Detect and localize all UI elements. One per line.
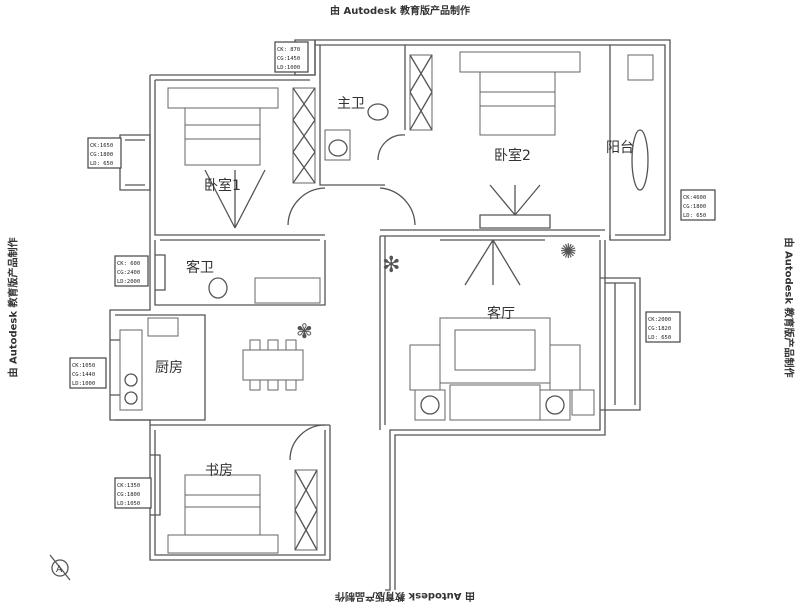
wardrobes (292, 54, 433, 551)
doors (287, 134, 416, 461)
plant-icon: ✻ (382, 253, 400, 278)
sofa-set (409, 317, 595, 421)
svg-text:LD: 650: LD: 650 (683, 213, 706, 219)
window-tag-living: CK:2000 CG:1820 LD: 650 (645, 311, 681, 343)
svg-text:CG:1800: CG:1800 (117, 492, 140, 498)
svg-text:CK: 600: CK: 600 (117, 261, 140, 267)
svg-text:CG:1450: CG:1450 (277, 56, 300, 62)
room-label-bedroom2: 卧室2 (494, 147, 531, 164)
svg-text:LD:1000: LD:1000 (72, 381, 95, 387)
svg-text:CK:1650: CK:1650 (90, 143, 113, 149)
window-tag-kitchen: CK:1050 CG:1440 LD:1000 (69, 357, 107, 389)
svg-text:CG:1800: CG:1800 (683, 204, 706, 210)
watermark-top: 由 Autodesk 教育版产品制作 (330, 6, 471, 17)
svg-text:LD: 650: LD: 650 (648, 335, 671, 341)
room-label-bedroom1: 卧室1 (204, 177, 241, 194)
plant-icon: ✾ (296, 319, 313, 343)
svg-text:CK:1050: CK:1050 (72, 363, 95, 369)
north-arrow-icon: A (49, 554, 71, 581)
svg-text:CK:2000: CK:2000 (648, 317, 671, 323)
room-label-guest-bath: 客卫 (186, 259, 214, 276)
svg-text:LD:1050: LD:1050 (117, 501, 140, 507)
svg-text:CK:1350: CK:1350 (117, 483, 140, 489)
svg-text:CK:4600: CK:4600 (683, 195, 706, 201)
room-label-master-bath: 主卫 (337, 96, 365, 112)
svg-text:LD:1000: LD:1000 (277, 65, 300, 71)
svg-text:LD: 650: LD: 650 (90, 161, 113, 167)
svg-text:CG:2400: CG:2400 (117, 270, 140, 276)
svg-text:A: A (56, 565, 63, 575)
svg-text:CG:1800: CG:1800 (90, 152, 113, 158)
window-tag-bedroom1: CK:1650 CG:1800 LD: 650 (87, 137, 122, 169)
svg-text:CG:1820: CG:1820 (648, 326, 671, 332)
window-tag-balcony: CK:4600 CG:1800 LD: 650 (680, 189, 716, 221)
room-label-kitchen: 厨房 (155, 360, 183, 376)
window-tag-study: CK:1350 CG:1800 LD:1050 (114, 477, 152, 509)
tv-cone-bedroom2 (479, 184, 551, 229)
tv-cone-bedroom1 (204, 169, 266, 229)
walls (109, 39, 671, 591)
plant-icon: ✺ (560, 239, 577, 263)
fixtures (119, 54, 654, 411)
svg-text:LD:2000: LD:2000 (117, 279, 140, 285)
svg-text:CG:1440: CG:1440 (72, 372, 95, 378)
room-label-living: 客厅 (487, 305, 515, 322)
room-label-balcony: 阳台 (606, 140, 634, 156)
svg-text:CK: 870: CK: 870 (277, 47, 300, 53)
tv-cone-living (440, 239, 545, 286)
beds (167, 51, 581, 554)
window-tag-bath: CK: 600 CG:2400 LD:2000 (114, 255, 149, 287)
room-label-study: 书房 (205, 463, 233, 479)
dining-table (242, 339, 304, 391)
window-tag-top: CK: 870 CG:1450 LD:1000 (274, 41, 309, 73)
